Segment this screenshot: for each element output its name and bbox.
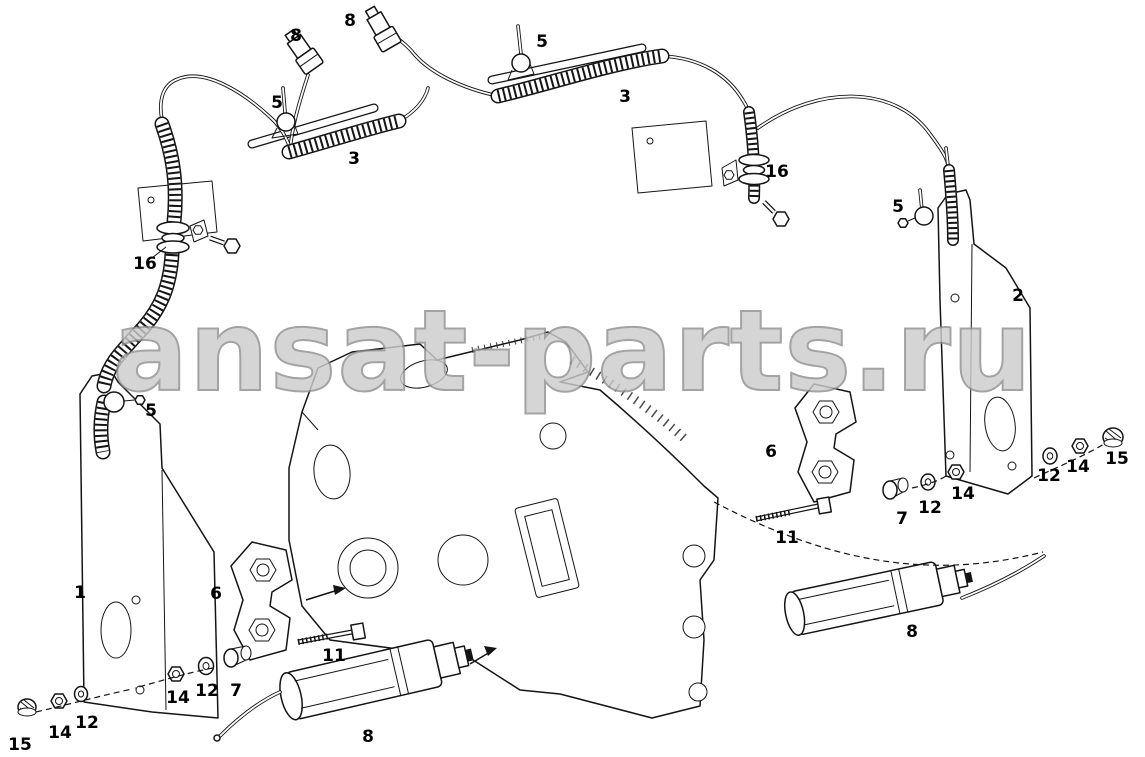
hardware-right-outer [1042,427,1124,465]
right-bracket [937,189,1033,495]
clamp-left [271,112,299,139]
part-callout-1: 1 [74,583,86,603]
part-callout-14: 14 [166,688,190,708]
part-callout-14: 14 [951,484,975,504]
hardware-right-inner [920,464,965,491]
sensor-left [279,639,474,721]
part-callout-5: 5 [536,32,548,52]
assembly-arrows [305,585,497,665]
part-callout-12: 12 [1037,466,1061,486]
part-callout-3: 3 [619,87,631,107]
leader-lines [35,443,1105,713]
part-callout-5: 5 [892,197,904,217]
connector-plug-left [284,28,324,75]
part-callout-12: 12 [195,681,219,701]
clamp-bracket-left [103,391,146,413]
part-callout-5: 5 [145,401,157,421]
grommet-right [721,153,790,227]
part-callout-8: 8 [290,26,302,46]
sensor-left-cable [213,690,282,742]
hardware-left-outer [17,685,89,717]
part-callout-16: 16 [765,162,789,182]
grommet-left [151,219,241,259]
coil-left-horizontal [281,113,407,160]
part-callout-15: 15 [8,735,32,755]
bolt-right [755,496,833,522]
sensor-right-cable [960,554,1046,600]
coil-top-middle [490,48,670,104]
part-callout-3: 3 [348,149,360,169]
part-callout-2: 2 [1012,286,1024,306]
watermark-text: ansat-parts.ru [111,287,1033,417]
connector-plug-right [364,5,402,53]
part-callout-8: 8 [344,11,356,31]
coil-left-vertical [93,116,183,460]
grommet-mount-plate-right [631,120,713,194]
clamp-top [507,53,535,81]
part-callout-11: 11 [322,646,346,666]
part-callout-6: 6 [210,584,222,604]
part-callout-8: 8 [362,727,374,747]
part-callout-16: 16 [133,254,157,274]
spacer-right [882,477,909,500]
tube-top [487,43,647,85]
part-callout-8: 8 [906,622,918,642]
coil-right-vertical [943,164,959,246]
part-callout-7: 7 [896,509,908,529]
part-callout-5: 5 [271,93,283,113]
part-callout-6: 6 [765,442,777,462]
part-callout-14: 14 [1066,457,1090,477]
part-callout-15: 15 [1105,449,1129,469]
clamp-bracket-right [897,206,934,229]
part-callout-11: 11 [775,528,799,548]
bolt-left [297,622,367,645]
part-callout-7: 7 [230,681,242,701]
hardware-left-inner [167,656,215,682]
part-callout-14: 14 [48,723,72,743]
sensor-right [783,561,973,636]
spacer-left [223,645,252,668]
sensor-bracket-left [230,541,293,661]
part-callout-12: 12 [75,713,99,733]
sensor-bracket-right [794,383,857,503]
part-callout-12: 12 [918,498,942,518]
left-bracket [79,371,219,719]
